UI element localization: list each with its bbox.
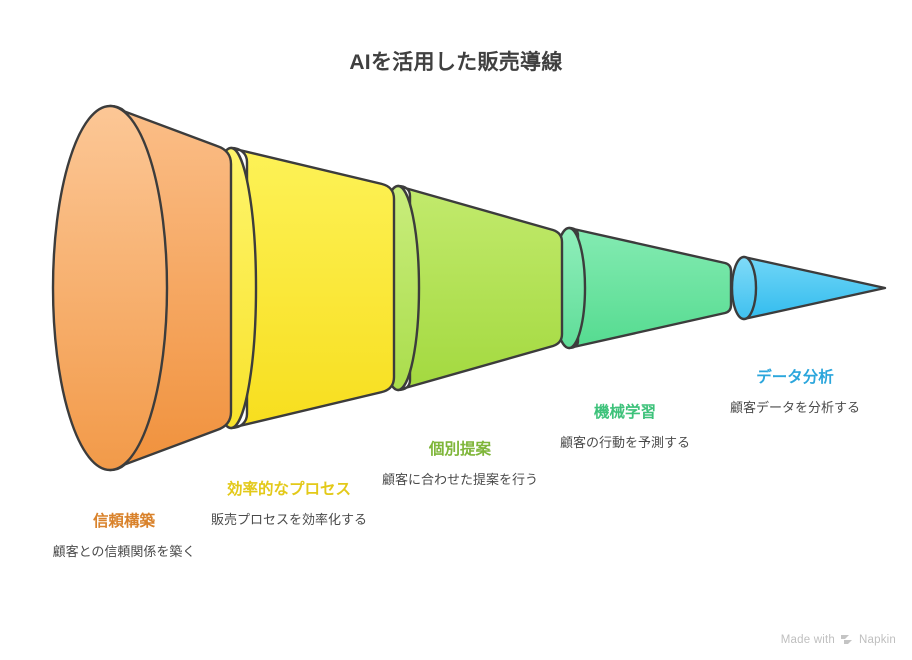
funnel-label-2: 効率的なプロセス 販売プロセスを効率化する xyxy=(205,480,373,529)
funnel-label-1: 信頼構築 顧客との信頼関係を築く xyxy=(34,512,214,561)
funnel-label-4-description: 顧客の行動を予測する xyxy=(559,434,690,450)
funnel-label-5-heading: データ分析 xyxy=(756,369,834,386)
funnel-label-5-description: 顧客データを分析する xyxy=(729,399,860,415)
napkin-watermark: Made with Napkin xyxy=(781,633,896,646)
funnel-segment-1 xyxy=(51,104,233,472)
funnel-label-2-heading: 効率的なプロセス xyxy=(226,481,351,498)
funnel-label-1-description: 顧客との信頼関係を築く xyxy=(52,543,196,559)
page-title: AIを活用した販売導線 xyxy=(349,51,563,74)
funnel-label-3-heading: 個別提案 xyxy=(428,441,491,458)
funnel-segment-2 xyxy=(204,146,396,430)
napkin-chevrons-icon xyxy=(840,633,854,646)
watermark-prefix: Made with xyxy=(780,633,835,646)
funnel-segment-5 xyxy=(730,255,887,321)
funnel-label-4-heading: 機械学習 xyxy=(593,404,656,421)
funnel-label-1-heading: 信頼構築 xyxy=(92,513,155,530)
funnel-segment-4 xyxy=(551,226,733,350)
watermark-brand: Napkin xyxy=(859,633,896,646)
funnel-label-3-description: 顧客に合わせた提案を行う xyxy=(381,471,538,487)
funnel-segment-3 xyxy=(375,184,564,392)
funnel-label-5: データ分析 顧客データを分析する xyxy=(714,368,876,417)
funnel-label-4: 機械学習 顧客の行動を予測する xyxy=(544,403,706,452)
funnel-label-2-description: 販売プロセスを効率化する xyxy=(210,511,367,527)
funnel-label-3: 個別提案 顧客に合わせた提案を行う xyxy=(376,440,544,489)
